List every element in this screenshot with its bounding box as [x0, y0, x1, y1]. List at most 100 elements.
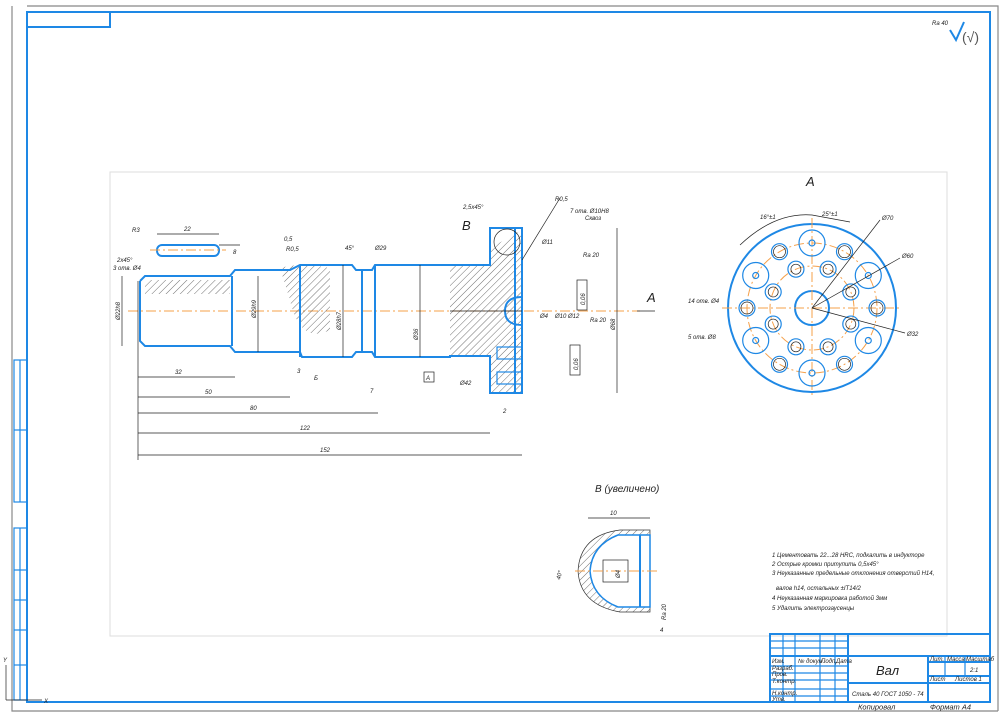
svg-text:Изм.: Изм.	[772, 659, 785, 665]
axis-indicator: Y X	[3, 658, 49, 705]
left-side-strip	[13, 359, 28, 701]
svg-text:Подп.: Подп.	[821, 659, 837, 665]
svg-text:Разраб.: Разраб.	[772, 666, 794, 672]
svg-text:Ø28h7: Ø28h7	[337, 311, 343, 331]
flange-hole-inner	[752, 336, 760, 345]
flange-hole	[835, 355, 854, 373]
svg-text:Т.контр.: Т.контр.	[772, 679, 796, 685]
main-dimensions: 22 R3 8 2x45° 3 отв. Ø4 Ø22h8 Ø29h9 Ø28h…	[113, 197, 656, 460]
svg-text:Лит.: Лит.	[929, 657, 944, 663]
svg-text:Ø29h9: Ø29h9	[252, 299, 258, 319]
svg-text:А: А	[805, 174, 815, 189]
svg-text:7 отв. Ø10Н8: 7 отв. Ø10Н8	[570, 209, 609, 215]
inner-hole-core	[822, 341, 834, 353]
svg-text:Масштаб: Масштаб	[966, 657, 995, 663]
title-block: Вал Сталь 40 ГОСТ 1050 - 74 2:1 Изм. № д…	[769, 633, 995, 712]
svg-text:45°: 45°	[345, 246, 355, 252]
svg-text:Ø68: Ø68	[611, 318, 617, 331]
inner-hole-core	[767, 318, 779, 330]
shaft-main-view	[128, 227, 640, 394]
svg-text:3 отв. Ø4: 3 отв. Ø4	[113, 266, 141, 272]
flange-hole	[742, 326, 770, 355]
svg-text:Ø10: Ø10	[554, 314, 567, 320]
scale-value: 2:1	[969, 668, 978, 674]
svg-text:Ø29: Ø29	[374, 246, 387, 252]
flange-hole	[854, 261, 882, 290]
flange-hole-inner	[808, 369, 816, 377]
flange-hole	[770, 243, 789, 261]
svg-text:0,06: 0,06	[574, 358, 580, 370]
svg-text:R0,5: R0,5	[286, 247, 299, 253]
svg-text:Ø11: Ø11	[541, 240, 553, 246]
svg-text:В (увеличено): В (увеличено)	[595, 484, 659, 495]
sheet-frame	[11, 5, 999, 712]
svg-text:7: 7	[370, 389, 374, 395]
inner-hole-core	[767, 286, 779, 298]
svg-text:16°±1: 16°±1	[760, 215, 776, 221]
svg-text:14 отв. Ø4: 14 отв. Ø4	[688, 299, 720, 305]
svg-text:Листов 1: Листов 1	[954, 677, 982, 683]
inner-hole	[819, 338, 837, 356]
note-line: валов h14, остальных ±IT14/2	[776, 586, 862, 592]
view-a-arrow-label: А	[646, 290, 656, 305]
svg-text:Масса: Масса	[947, 657, 965, 663]
svg-text:Ø32: Ø32	[906, 332, 919, 338]
svg-text:Ø36: Ø36	[414, 328, 420, 341]
flange-hole-inner	[870, 301, 884, 315]
svg-text:152: 152	[320, 448, 331, 454]
flange-hole	[854, 326, 882, 355]
flange-hole-inner	[773, 245, 786, 259]
inner-hole-core	[790, 341, 802, 353]
svg-text:Н.контр.: Н.контр.	[772, 691, 797, 697]
flange-hole	[798, 229, 826, 257]
inner-hole-core	[822, 263, 834, 275]
svg-text:80: 80	[250, 406, 257, 412]
view-b-callout: В	[462, 218, 471, 233]
flange-hole-inner	[864, 271, 872, 280]
svg-text:22: 22	[183, 227, 191, 233]
svg-text:10: 10	[610, 511, 617, 517]
svg-text:Ra 20: Ra 20	[662, 603, 668, 620]
inner-hole-core	[845, 286, 857, 298]
svg-text:Ø4: Ø4	[539, 314, 549, 320]
inner-hole	[819, 260, 837, 278]
roughness-value: Ra 40	[932, 21, 949, 27]
inner-hole	[787, 338, 805, 356]
flange-hole-inner	[864, 336, 872, 345]
flange-hole	[770, 355, 789, 373]
svg-text:Дата: Дата	[835, 659, 852, 665]
svg-text:2,5x45°: 2,5x45°	[462, 205, 484, 211]
note-line: 1 Цементовать 22...28 HRC, подкалить в и…	[772, 553, 925, 559]
view-a-flange: А Ø70 Ø60 Ø32 14 отв. Ø4 5 отв. Ø8 16°±1…	[688, 174, 919, 398]
svg-text:40°: 40°	[556, 570, 564, 581]
svg-text:25°±1: 25°±1	[821, 212, 838, 218]
svg-text:Б: Б	[314, 376, 318, 382]
svg-text:4: 4	[660, 628, 664, 634]
note-line: 3 Неуказанные предельные отклонения отве…	[772, 570, 934, 577]
inner-hole	[842, 283, 860, 301]
inner-hole	[764, 283, 782, 301]
flange-hole	[798, 359, 826, 387]
note-line: 2 Острые кромки притупить 0,5x45°	[771, 562, 879, 568]
copied-label: Копировал	[858, 703, 896, 712]
svg-text:0,06: 0,06	[581, 293, 587, 305]
inner-hole	[787, 260, 805, 278]
inner-hole	[764, 315, 782, 333]
flange-hole	[738, 299, 756, 317]
svg-text:2: 2	[502, 409, 507, 415]
material: Сталь 40 ГОСТ 1050 - 74	[852, 692, 924, 698]
svg-text:Ø70: Ø70	[881, 216, 894, 222]
svg-text:0,5: 0,5	[284, 237, 293, 243]
flange-hole	[835, 243, 854, 261]
axis-y-label: Y	[3, 658, 8, 664]
svg-text:Сквоз: Сквоз	[585, 216, 601, 222]
roughness-symbol-text: (√)	[962, 29, 979, 45]
svg-text:Пров.: Пров.	[772, 672, 788, 678]
flange-hole-inner	[740, 301, 754, 315]
flange-hole-inner	[773, 357, 786, 371]
svg-text:Ø4: Ø4	[616, 569, 622, 579]
svg-text:50: 50	[205, 390, 212, 396]
svg-text:R3: R3	[132, 228, 140, 234]
svg-text:32: 32	[175, 370, 182, 376]
